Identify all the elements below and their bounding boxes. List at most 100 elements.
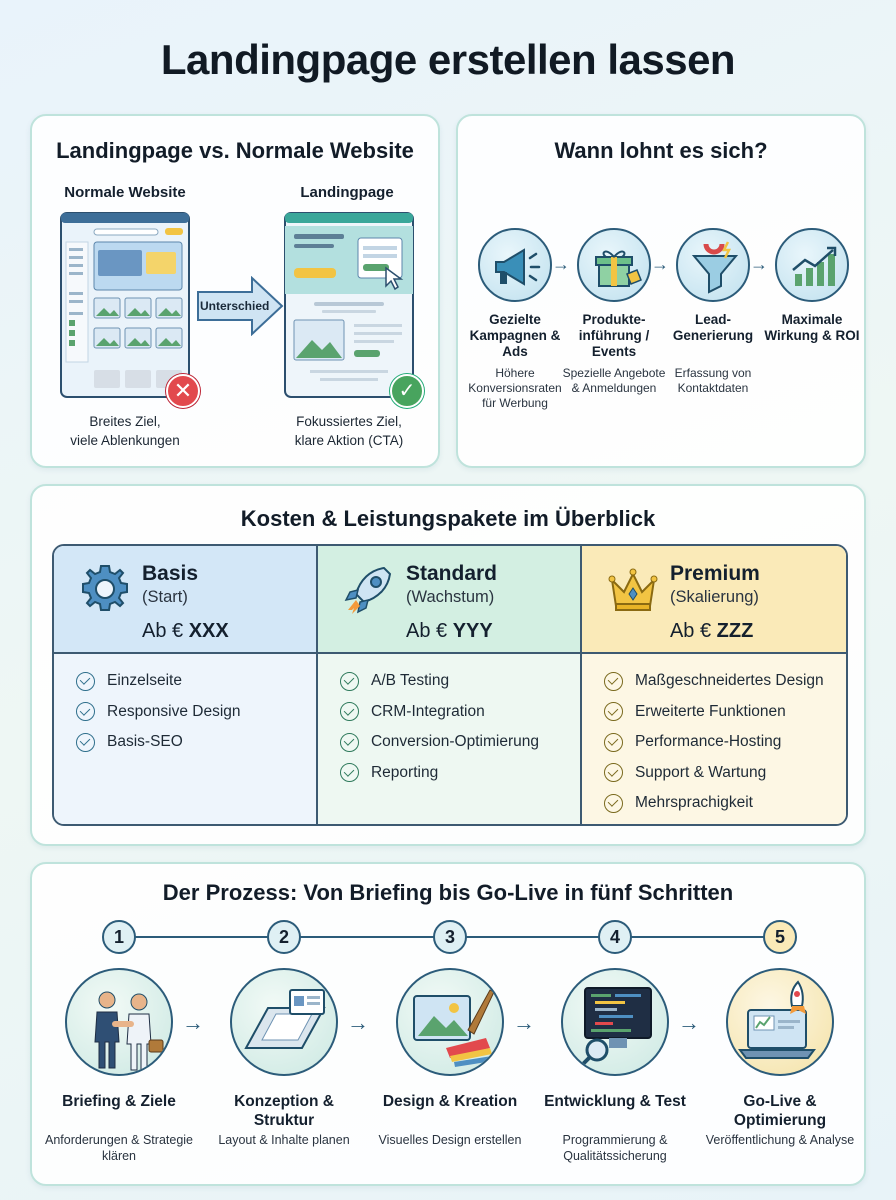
step-number: 5 — [763, 920, 797, 954]
feature-item: Responsive Design — [76, 697, 241, 728]
check-icon — [339, 732, 359, 752]
tier-price: Ab € ZZZ — [669, 620, 754, 642]
tier-standard: Standard (Wachstum) Ab € YYY A/B Testing… — [317, 546, 582, 824]
feature-label: Support & Wartung — [634, 763, 767, 781]
when-item-title: Lead-Generierung — [672, 312, 754, 343]
step-number: 1 — [102, 920, 136, 954]
step-title: Entwicklung & Test — [544, 1093, 686, 1110]
arrow-right-icon — [197, 276, 284, 336]
feature-item: Reporting — [339, 758, 539, 789]
feature-label: CRM-Integration — [370, 702, 485, 720]
step-circle — [561, 968, 669, 1076]
check-icon — [603, 732, 623, 752]
feature-label: Mehrsprachigkeit — [634, 794, 753, 812]
check-icon — [339, 763, 359, 783]
when-item-circle — [478, 228, 552, 302]
check-icon — [76, 732, 95, 752]
check-icon — [339, 702, 359, 722]
when-item-circle — [676, 228, 750, 302]
check-icon — [603, 702, 623, 722]
comparison-title: Landingpage vs. Normale Website — [56, 138, 414, 163]
when-panel: Wann lohnt es sich? — [456, 114, 866, 468]
feature-label: Maßgeschneidertes Design — [634, 672, 824, 690]
check-icon — [76, 702, 95, 722]
crown-icon — [608, 568, 658, 611]
when-item-desc: Erfassung von Kontaktdaten — [674, 366, 752, 395]
arrow-right-icon: → — [678, 1010, 700, 1035]
landingpage-caption: Fokussiertes Ziel, klare Aktion (CTA) — [294, 414, 404, 448]
step-desc: Visuelles Design erstellen — [378, 1133, 522, 1147]
step-title: Go-Live & Optimierung — [733, 1093, 827, 1129]
check-icon — [603, 793, 623, 813]
feature-item: Maßgeschneidertes Design — [603, 666, 824, 697]
check-icon — [76, 671, 95, 691]
when-item-title: Maximale Wirkung & ROI — [764, 312, 860, 343]
feature-item: Conversion-Optimierung — [339, 727, 539, 758]
feature-label: Reporting — [370, 763, 439, 781]
arrow-right-icon: → — [347, 1010, 369, 1035]
launch-laptop-icon — [738, 980, 816, 1059]
code-monitor-icon — [577, 987, 652, 1070]
rocket-icon — [344, 566, 392, 614]
design-palette-icon — [413, 989, 495, 1067]
when-item-circle — [775, 228, 849, 302]
tier-price: Ab € XXX — [142, 620, 229, 642]
step-number: 2 — [267, 920, 301, 954]
check-icon — [603, 763, 623, 783]
when-title: Wann lohnt es sich? — [554, 138, 768, 163]
normal-website-label: Normale Website — [64, 184, 186, 201]
when-item-circle — [577, 228, 651, 302]
arrow-right-icon: → — [513, 1010, 535, 1035]
feature-label: Erweiterte Funktionen — [634, 702, 786, 720]
normal-website-caption: Breites Ziel, viele Ablenkungen — [70, 414, 180, 448]
process-title: Der Prozess: Von Briefing bis Go-Live in… — [162, 880, 734, 905]
step-desc: Veröffentlichung & Analyse — [705, 1133, 855, 1147]
arrow-right-icon: → — [182, 1010, 204, 1035]
cross-icon: ✕ — [166, 374, 200, 408]
normal-website-illustration — [60, 212, 190, 398]
step-circle — [726, 968, 834, 1076]
step-circle — [230, 968, 338, 1076]
feature-item: CRM-Integration — [339, 697, 539, 728]
arrow-right-icon: → — [750, 254, 768, 274]
step-circle — [396, 968, 504, 1076]
tier-subtitle: (Start) — [142, 588, 188, 606]
step-title: Konzeption & Struktur — [234, 1093, 334, 1129]
step-number: 4 — [598, 920, 632, 954]
feature-label: Performance-Hosting — [634, 733, 782, 751]
feature-label: A/B Testing — [370, 672, 450, 690]
feature-label: Einzelseite — [107, 672, 182, 690]
comparison-panel: Landingpage vs. Normale Website Normale … — [30, 114, 440, 468]
feature-label: Responsive Design — [107, 702, 241, 720]
funnel-magnet-icon — [691, 241, 739, 294]
step-number: 3 — [433, 920, 467, 954]
step-title: Design & Kreation — [382, 1093, 518, 1110]
arrow-right-icon: → — [651, 254, 669, 274]
process-panel: Der Prozess: Von Briefing bis Go-Live in… — [30, 862, 866, 1186]
growth-chart-icon — [792, 246, 837, 286]
wireframe-icon — [244, 989, 326, 1049]
feature-label: Conversion-Optimierung — [370, 733, 539, 751]
tier-price: Ab € YYY — [405, 620, 493, 642]
check-icon — [603, 671, 623, 691]
check-circle-icon: ✓ — [390, 374, 424, 408]
feature-item: Mehrsprachigkeit — [603, 788, 824, 819]
feature-item: Performance-Hosting — [603, 727, 824, 758]
when-item-desc: Spezielle Angebote & Anmeldungen — [562, 366, 666, 395]
tier-subtitle: (Skalierung) — [669, 588, 759, 606]
megaphone-icon — [495, 248, 541, 286]
tier-premium: Premium (Skalierung) Ab € ZZZ Maßgeschne… — [581, 546, 846, 824]
check-icon — [339, 671, 359, 691]
step-circle — [65, 968, 173, 1076]
gear-icon — [82, 565, 128, 611]
step-desc: Programmierung & Qualitätssicherung — [562, 1133, 668, 1163]
page-title: Landingpage erstellen lassen — [160, 36, 736, 83]
feature-item: A/B Testing — [339, 666, 539, 697]
arrow-right-icon: → — [552, 254, 570, 274]
cost-panel: Kosten & Leistungspakete im Überblick Ba… — [30, 484, 866, 846]
tier-name: Basis — [142, 562, 199, 585]
